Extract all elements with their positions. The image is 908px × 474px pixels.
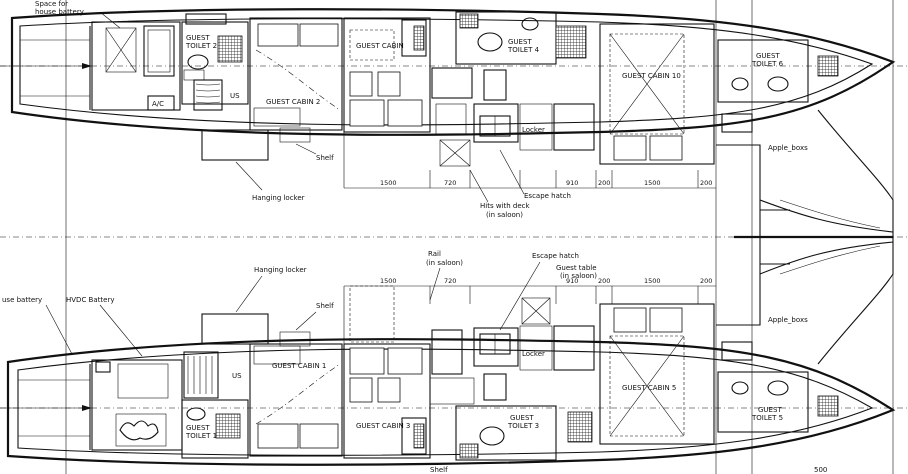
- hanging-locker-bottom-label: Hanging locker: [254, 266, 307, 274]
- house-battery-label: use battery: [2, 296, 42, 304]
- guest-cabin-1-label: GUEST CABIN 1: [272, 362, 326, 370]
- dim-top-2: 720: [444, 179, 456, 187]
- guest-cabin-5-label: GUEST CABIN 5: [622, 384, 676, 392]
- rail-label-2: (in saloon): [426, 259, 463, 267]
- ac-label: A/C: [152, 100, 164, 108]
- dim-top-5: 1500: [644, 179, 661, 187]
- dim-bottom-4: 200: [598, 277, 610, 285]
- bridge-deck: [716, 109, 894, 365]
- apple-boxs-top-label: Apple_boxs: [768, 144, 808, 152]
- hits-with-deck-label-1: Hits with deck: [480, 202, 531, 210]
- guest-toilet-1-label-1: GUEST: [186, 424, 210, 432]
- spare-house-battery-label-2: house battery: [35, 8, 84, 16]
- dim-top-1: 1500: [380, 179, 397, 187]
- hanging-locker-top-label: Hanging locker: [252, 194, 305, 202]
- rail-label-1: Rail: [428, 250, 441, 258]
- locker-top-label: Locker: [522, 126, 545, 134]
- hits-with-deck-label-2: (in saloon): [486, 211, 523, 219]
- guest-toilet-2-label-1: GUEST: [186, 34, 210, 42]
- shelf-top-label: Shelf: [316, 154, 334, 162]
- us-bottom-label: US: [232, 372, 242, 380]
- us-top-label: US: [230, 92, 240, 100]
- dim-bottom-2: 720: [444, 277, 456, 285]
- bottom-hull: use battery HVDC Battery US GUEST TOILET…: [0, 250, 896, 474]
- guest-toilet-4-label-1: GUEST: [508, 38, 532, 46]
- guest-cabin-10-label: GUEST CABIN 10: [622, 72, 681, 80]
- guest-toilet-5-label-1: GUEST: [758, 406, 782, 414]
- guest-toilet-1-label-2: TOILET 1: [185, 432, 217, 440]
- dim-bottom-5: 1500: [644, 277, 661, 285]
- guest-toilet-4-label-2: TOILET 4: [507, 46, 540, 54]
- shelf-bottom-label: Shelf: [316, 302, 334, 310]
- dim-bottom-1: 1500: [380, 277, 397, 285]
- guest-toilet-6-label-1: GUEST: [756, 52, 780, 60]
- guest-cabin-top-label: GUEST CABIN: [356, 42, 404, 50]
- guest-toilet-5-label-2: TOILET 5: [751, 414, 783, 422]
- guest-table-label-1: Guest table: [556, 264, 597, 272]
- locker-bottom-label: Locker: [522, 350, 545, 358]
- guest-toilet-2-label-2: TOILET 2: [185, 42, 217, 50]
- dim-top-6: 200: [700, 179, 712, 187]
- dim-bottom-3: 910: [566, 277, 578, 285]
- guest-toilet-6-label-2: TOILET 6: [751, 60, 784, 68]
- spare-house-battery-label-1: Space for: [35, 0, 68, 8]
- guest-table-label-2: (in saloon): [560, 272, 597, 280]
- top-hull: A/C Space for house battery GUEST TOILET…: [0, 0, 896, 219]
- guest-cabin-2-label: GUEST CABIN 2: [266, 98, 320, 106]
- dim-top-3: 910: [566, 179, 578, 187]
- shelf-bottom-2-label: Shelf: [430, 466, 448, 474]
- guest-toilet-3-label-1: GUEST: [510, 414, 534, 422]
- escape-hatch-bottom-label: Escape hatch: [532, 252, 579, 260]
- guest-toilet-3-label-2: TOILET 3: [507, 422, 539, 430]
- guest-cabin-3-label: GUEST CABIN 3: [356, 422, 410, 430]
- dim-top-4: 200: [598, 179, 610, 187]
- dim-bottom-6: 200: [700, 277, 712, 285]
- apple-boxs-bottom-label: Apple_boxs: [768, 316, 808, 324]
- hvdc-battery-label: HVDC Battery: [66, 296, 114, 304]
- escape-hatch-top-label: Escape hatch: [524, 192, 571, 200]
- bottom-right-label: 500: [814, 466, 827, 474]
